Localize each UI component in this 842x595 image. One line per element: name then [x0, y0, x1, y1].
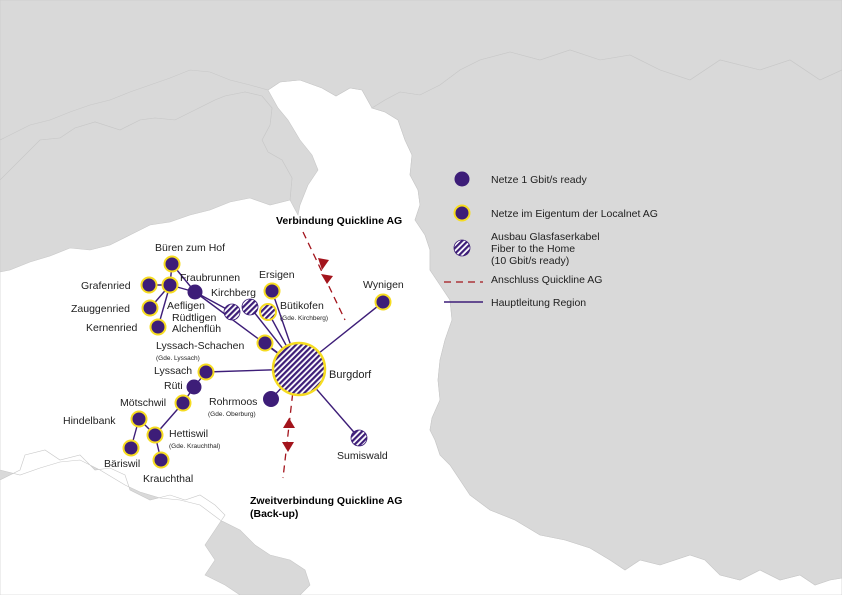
label-rohrmoos: Rohrmoos — [209, 396, 257, 408]
node-wynigen[interactable] — [374, 293, 392, 311]
label-burgdorf: Burgdorf — [329, 369, 372, 381]
label-lyssach-schachen: Lyssach-Schachen — [156, 340, 244, 352]
node-aefligen[interactable] — [187, 284, 203, 300]
node-buetikofen[interactable] — [259, 303, 277, 321]
node-hindelbank[interactable] — [130, 410, 148, 428]
label-hindelbank: Hindelbank — [63, 415, 116, 427]
legend-dot-yellow-icon — [453, 204, 471, 222]
label-aefligen: Aefligen — [167, 300, 205, 312]
label-wynigen: Wynigen — [363, 279, 404, 291]
east-land — [371, 49, 842, 586]
label-baeriswil: Bäriswil — [104, 458, 140, 470]
label-hettiswil: Hettiswil — [169, 428, 208, 440]
label-grafenried: Grafenried — [81, 280, 131, 292]
label-moetschwil: Mötschwil — [120, 397, 166, 409]
label-ruedtligen: Rüdtligen — [172, 312, 217, 324]
label-fraubrunnen: Fraubrunnen — [180, 272, 240, 284]
node-lyssach[interactable] — [197, 363, 215, 381]
legend: Netze 1 Gbit/s ready Netze im Eigentum d… — [444, 171, 658, 309]
quickline-arrows — [282, 258, 333, 452]
node-moetschwil[interactable] — [174, 394, 192, 412]
legend-label-backbone: Hauptleitung Region — [491, 297, 586, 309]
node-baeriswil[interactable] — [122, 439, 140, 457]
legend-label-fiber-2: Fiber to the Home — [491, 243, 575, 255]
node-sumiswald[interactable] — [350, 429, 368, 447]
label-lyssach: Lyssach — [154, 365, 192, 377]
legend-dot-icon — [454, 171, 470, 187]
network-nodes — [122, 255, 392, 469]
label-bueren: Büren zum Hof — [155, 242, 225, 254]
node-hettiswil[interactable] — [146, 426, 164, 444]
legend-hatched-icon — [453, 239, 471, 257]
node-grafenried[interactable] — [140, 276, 158, 294]
sublabel-hettiswil: (Gde. Krauchthal) — [169, 443, 220, 450]
node-zauggenried[interactable] — [141, 299, 159, 317]
annotation-quickline: Verbindung Quickline AG — [276, 215, 402, 227]
node-burgdorf[interactable] — [271, 341, 327, 397]
annotation-backup-line1: Zweitverbindung Quickline AG — [250, 495, 402, 507]
label-zauggenried: Zauggenried — [71, 303, 130, 315]
node-bueren[interactable] — [163, 255, 181, 273]
legend-label-fiber-1: Ausbau Glasfaserkabel — [491, 231, 600, 243]
sublabel-buetikofen: (Gde. Kirchberg) — [280, 315, 328, 322]
west-land — [0, 91, 293, 273]
label-krauchthal: Krauchthal — [143, 473, 193, 485]
legend-label-fiber-3: (10 Gbit/s ready) — [491, 255, 569, 267]
label-rueti: Rüti — [164, 380, 183, 392]
legend-label-quickline: Anschluss Quickline AG — [491, 274, 602, 286]
sublabel-lyssach-schachen: (Gde. Lyssach) — [156, 355, 200, 362]
node-alchenflueh[interactable] — [241, 298, 259, 316]
node-ruedtligen[interactable] — [223, 303, 241, 321]
label-alchenflueh: Alchenflüh — [172, 323, 221, 335]
node-ersigen[interactable] — [263, 282, 281, 300]
node-rueti[interactable] — [186, 379, 202, 395]
node-fraubrunnen[interactable] — [161, 276, 179, 294]
place-labels: Büren zum Hof Fraubrunnen Grafenried Zau… — [63, 242, 404, 485]
label-sumiswald: Sumiswald — [337, 450, 388, 462]
sublabel-rohrmoos: (Gde. Oberburg) — [208, 411, 256, 418]
node-rohrmoos[interactable] — [263, 391, 279, 407]
legend-label-gbit: Netze 1 Gbit/s ready — [491, 174, 587, 186]
label-kirchberg: Kirchberg — [211, 287, 256, 299]
label-ersigen: Ersigen — [259, 269, 295, 281]
legend-label-localnet: Netze im Eigentum der Localnet AG — [491, 208, 658, 220]
label-kernenried: Kernenried — [86, 322, 138, 334]
annotation-backup-line2: (Back-up) — [250, 508, 298, 520]
node-krauchthal[interactable] — [152, 451, 170, 469]
node-lyssach-schachen[interactable] — [256, 334, 274, 352]
node-kernenried[interactable] — [149, 318, 167, 336]
label-buetikofen: Bütikofen — [280, 300, 324, 312]
